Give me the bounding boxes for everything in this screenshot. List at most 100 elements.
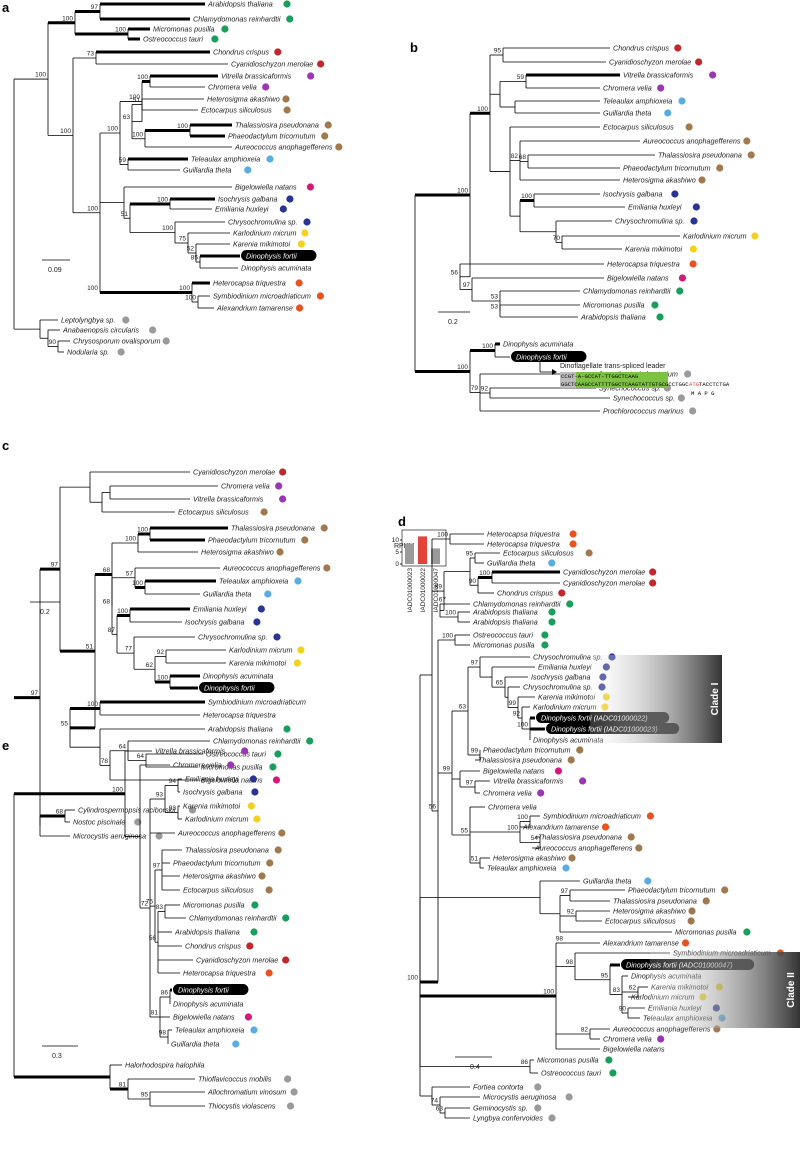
panel-c-taxon-label: Phaeodactylum tricornutum: [208, 536, 296, 545]
panel-d-taxon-label: Chromera velia: [488, 803, 537, 812]
bootstrap-value: 83: [156, 904, 164, 911]
taxon-color-dot: [286, 1102, 295, 1110]
panel-a-taxon-label: Dinophysis acuminata: [241, 264, 311, 273]
panel-d-taxon-label: Karlodinium micrum: [533, 703, 597, 712]
taxon-color-dot: [537, 789, 545, 797]
bootstrap-value: 100: [35, 72, 46, 79]
panel-a-taxon-label: Phaeodactylum tricornutum: [228, 132, 316, 141]
panel-c-taxon-label: Emiliania huxleyi: [193, 605, 247, 614]
taxon-color-dot: [743, 137, 751, 145]
panel-c-taxon-label-highlight: [199, 682, 275, 693]
bootstrap-value: 67: [439, 597, 447, 604]
taxon-color-dot: [274, 48, 282, 56]
inset-tick-label: 10: [392, 537, 400, 544]
panel-e-taxon-label: Emiliania huxleyi: [185, 775, 239, 784]
panel-e-taxon-label: Dinophysis acuminata: [173, 1000, 243, 1009]
taxon-color-dot: [286, 195, 294, 203]
panel-b-taxon-label-highlight: [511, 351, 587, 362]
panel-a-taxon-label: Chrysochromulina sp.: [228, 218, 298, 227]
panel-e-taxon-label: Arabidopsis thaliana: [174, 928, 240, 937]
taxon-color-dot: [279, 495, 287, 503]
taxon-color-dot: [635, 844, 643, 852]
bootstrap-value: 100: [407, 974, 418, 981]
leader-title: Dinoflagellate trans-spliced leader: [560, 363, 666, 370]
taxon-color-dot: [265, 969, 273, 977]
panel-d-taxon-label: Cyanidioschyzon merolae: [563, 579, 645, 588]
taxon-color-dot: [689, 407, 697, 415]
panel-e-taxon-label: Chondrus crispus: [185, 942, 241, 951]
bootstrap-value: 95: [141, 1092, 149, 1099]
taxon-color-dot: [134, 818, 142, 826]
taxon-color-dot: [264, 590, 272, 598]
panel-d-taxon-label: Cyanidioschyzon merolae: [563, 568, 645, 577]
panel-d-taxon-label: Chlamydomonas reinhardtii: [473, 600, 561, 609]
bootstrap-value: 100: [137, 527, 148, 534]
taxon-color-dot: [211, 35, 219, 43]
taxon-color-dot: [244, 1013, 253, 1021]
bootstrap-value: 95: [466, 551, 474, 558]
panel-e-taxon-label: Chlamydomonas reinhardtii: [189, 914, 277, 923]
taxon-color-dot: [303, 218, 311, 226]
taxon-color-dot: [644, 877, 652, 885]
taxon-color-dot: [567, 756, 575, 764]
taxon-color-dot: [684, 370, 692, 378]
taxon-color-dot: [249, 775, 257, 783]
panel-e-taxon-label: Heterocapsa triquestra: [183, 969, 256, 978]
taxon-color-dot: [695, 58, 703, 66]
panel-e-taxon-label: Chromera velia: [173, 761, 222, 770]
panel-c-taxon-label: Aureococcus anophagefferens: [222, 564, 321, 573]
panel-d-taxon-label: Lyngbya confervoides: [473, 1114, 543, 1123]
taxon-color-dot: [272, 776, 281, 784]
taxon-color-dot: [548, 608, 556, 616]
panel-d-taxon-label: Ostreococcus tauri: [473, 631, 533, 640]
panel-a-taxon-label: Vitrella brassicaformis: [221, 72, 292, 81]
taxon-color-dot: [282, 95, 290, 103]
bootstrap-value: 95: [494, 48, 502, 55]
taxon-color-dot: [671, 190, 679, 198]
bootstrap-value: 99: [443, 766, 451, 773]
bootstrap-value: 100: [517, 722, 528, 729]
bootstrap-value: 100: [507, 825, 518, 832]
taxon-color-dot: [274, 750, 282, 758]
inset-tick-label: 0: [395, 561, 399, 568]
panel-b-taxon-label: Heterosigma akashiwo: [623, 176, 696, 185]
bootstrap-value: 52: [187, 246, 195, 253]
taxon-color-dot: [278, 829, 286, 837]
bootstrap-value: 63: [459, 704, 467, 711]
taxon-color-dot: [279, 468, 287, 476]
taxon-color-dot: [266, 155, 274, 163]
bootstrap-value: 81: [151, 1010, 159, 1017]
panel-d-taxon-label: Heterocapsa triquestra: [487, 540, 560, 549]
bootstrap-value: 99: [471, 748, 479, 755]
panel-b-taxon-label: Chondrus crispus: [613, 44, 669, 53]
taxon-color-dot: [247, 802, 255, 810]
bootstrap-value: 51: [86, 644, 94, 651]
panel-c-label: c: [2, 438, 9, 453]
bootstrap-value: 89: [435, 584, 443, 591]
panel-b-taxon-label: Guillardia theta: [603, 109, 651, 118]
taxon-color-dot: [747, 151, 755, 159]
bootstrap-value: 63: [123, 114, 131, 121]
taxon-color-dot: [678, 97, 686, 105]
bootstrap-value: 53: [491, 294, 499, 301]
bootstrap-value: 100: [132, 580, 143, 587]
panel-d-taxon-label: Aureococcus anophagefferens: [612, 1025, 711, 1034]
panel-d-taxon-label: Chrysochromulina sp.: [533, 653, 603, 662]
panel-a-taxon-label: Heterocapsa triquestra: [213, 279, 286, 288]
bootstrap-value: 100: [132, 131, 143, 138]
bootstrap-value: 100: [177, 123, 188, 130]
taxon-color-dot: [743, 928, 751, 936]
panel-d-taxon-label: Dinophysis acuminata: [533, 736, 603, 745]
panel-a-taxon-label: Guillardia theta: [183, 166, 231, 175]
taxon-color-dot: [692, 203, 700, 211]
panel-b-taxon-label: Teleaulax amphioxeia: [603, 97, 672, 106]
bootstrap-value: 98: [159, 1030, 167, 1037]
taxon-color-dot: [241, 747, 249, 755]
panel-c-taxon-label: Nostoc piscinale: [73, 818, 125, 827]
panel-e-taxon-label: Heterosigma akashiwo: [183, 872, 256, 881]
panel-a-taxon-label: Teleaulax amphioxeia: [191, 155, 260, 164]
bootstrap-value: 64: [137, 753, 145, 760]
taxon-color-dot: [678, 274, 687, 282]
panel-c-taxon-label: Arabidopsis thaliana: [207, 725, 273, 734]
bootstrap-value: 82: [581, 1027, 589, 1034]
